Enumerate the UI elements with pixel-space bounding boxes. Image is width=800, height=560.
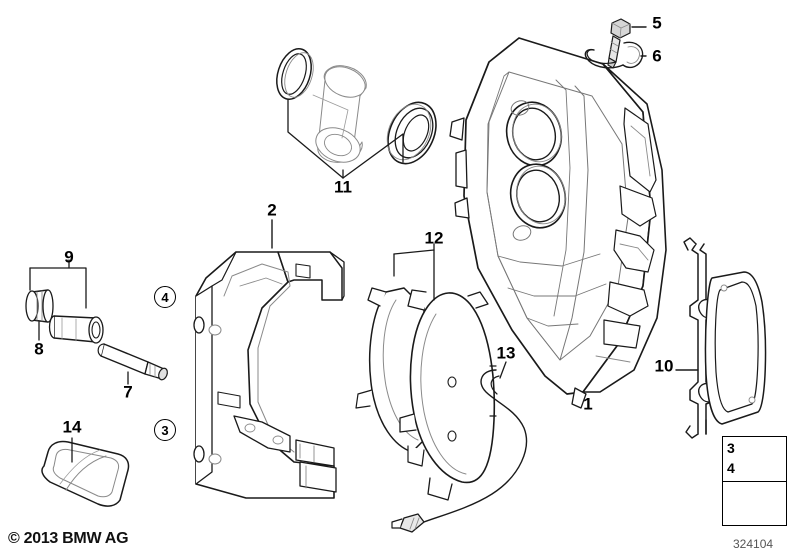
legend-row-bolt: 3 4 [723, 437, 786, 482]
legend-box: 3 4 [722, 436, 787, 526]
callout-label-6: 6 [652, 46, 662, 66]
caliper-carrier-part2 [193, 219, 345, 499]
guide-pin-kit-parts-7-8-9 [25, 259, 168, 385]
brake-pad-set-part12 [355, 243, 497, 501]
callout-label-1: 1 [583, 394, 593, 414]
legend-number-4: 4 [727, 460, 735, 476]
bleeder-screw-and-cap [584, 18, 647, 69]
legend-row-arrow [723, 482, 786, 526]
caliper-housing-part1 [449, 37, 667, 409]
callout-label-14: 14 [62, 417, 82, 437]
circled-callout-4: 4 [154, 286, 176, 308]
callout-label-2: 2 [267, 200, 277, 220]
diagram-id-label: 324104 [733, 537, 774, 551]
callout-label-5: 5 [652, 13, 662, 33]
callout-label-10: 10 [654, 356, 674, 376]
piston-seal-kit-part11 [276, 48, 437, 179]
callout-label-9: 9 [64, 247, 74, 267]
pad-retaining-spring-part10 [675, 237, 767, 439]
callout-label-13: 13 [496, 343, 516, 363]
callout-label-11: 11 [334, 177, 352, 197]
brake-pad-wear-sensor-part13 [391, 361, 528, 533]
circled-callout-3: 3 [154, 419, 176, 441]
copyright-notice: © 2013 BMW AG [8, 530, 129, 547]
callout-label-8: 8 [34, 339, 44, 359]
callout-label-12: 12 [424, 228, 444, 248]
callout-label-7: 7 [123, 382, 133, 402]
shim-plate-part14 [41, 437, 130, 507]
legend-number-3: 3 [727, 440, 735, 456]
